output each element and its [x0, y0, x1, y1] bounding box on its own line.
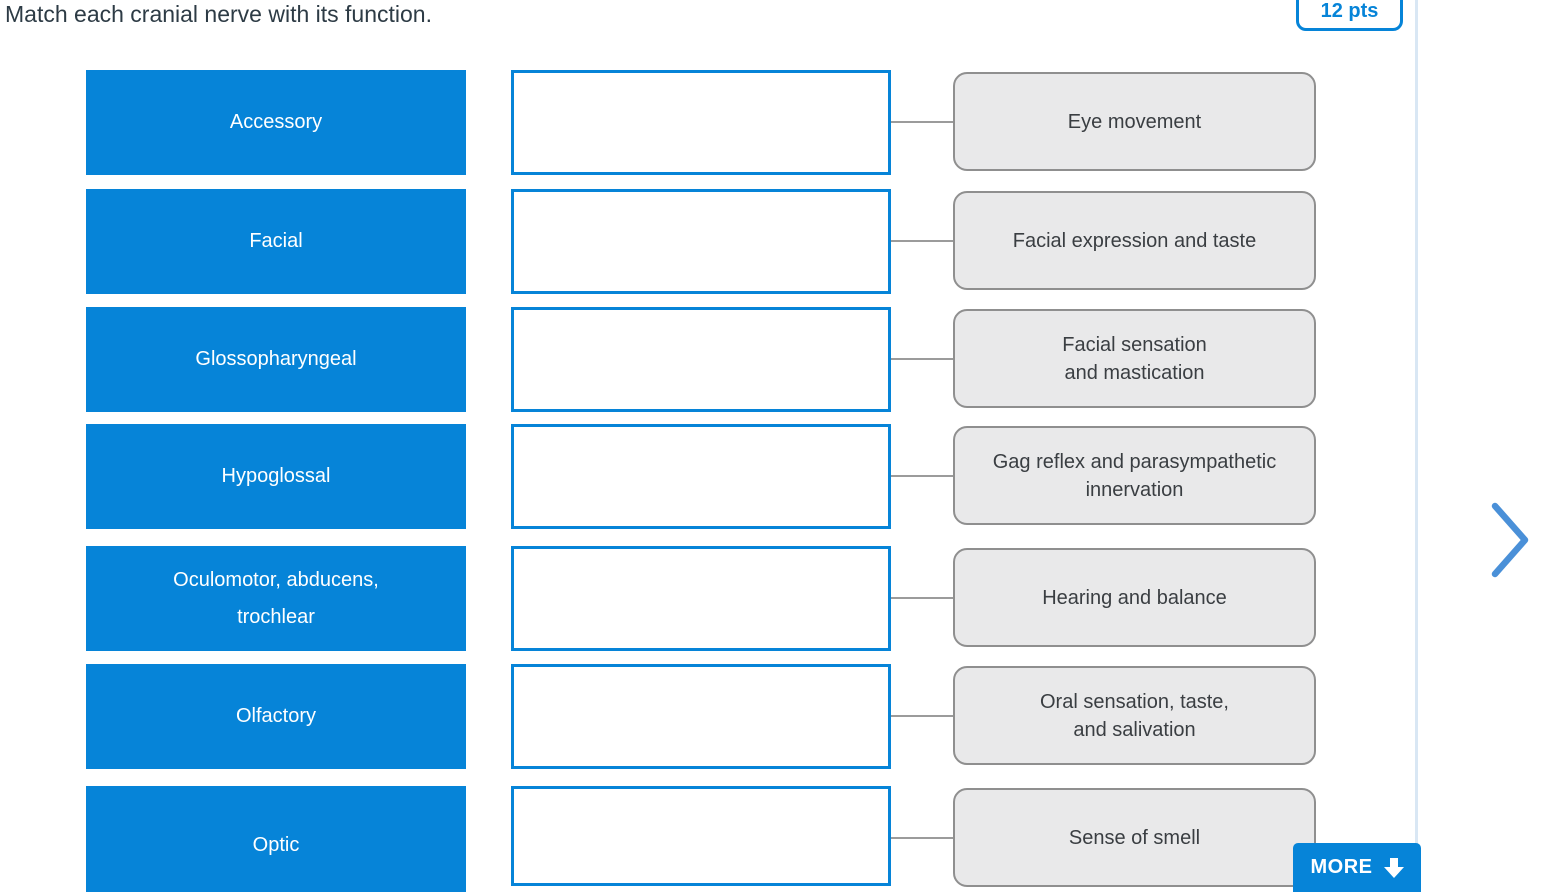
- answer-drop-zone[interactable]: [511, 786, 891, 886]
- answer-drop-zone[interactable]: [511, 70, 891, 175]
- question-prompt: Match each cranial nerve with its functi…: [5, 1, 432, 27]
- answer-drop-zone[interactable]: [511, 424, 891, 529]
- panel-divider: [1415, 0, 1418, 892]
- answer-drop-zone[interactable]: [511, 546, 891, 651]
- match-row: Hypoglossal Gag reflex and parasympathet…: [0, 424, 1548, 529]
- function-label: Sense of smell: [953, 788, 1316, 887]
- chevron-right-icon[interactable]: [1483, 496, 1539, 584]
- more-button-label: MORE: [1310, 856, 1373, 878]
- nerve-draggable-chip[interactable]: Accessory: [86, 70, 466, 175]
- match-row: Olfactory Oral sensation, taste, and sal…: [0, 664, 1548, 769]
- nerve-draggable-chip[interactable]: Glossopharyngeal: [86, 307, 466, 412]
- nerve-draggable-chip[interactable]: Optic: [86, 786, 466, 892]
- nerve-draggable-chip[interactable]: Olfactory: [86, 664, 466, 769]
- function-label: Hearing and balance: [953, 548, 1316, 647]
- connector-line: [891, 715, 953, 717]
- function-label: Oral sensation, taste, and salivation: [953, 666, 1316, 765]
- more-button[interactable]: MORE: [1293, 843, 1421, 892]
- function-label: Eye movement: [953, 72, 1316, 171]
- down-arrow-icon: [1383, 857, 1404, 878]
- match-row: Glossopharyngeal Facial sensation and ma…: [0, 307, 1548, 412]
- nerve-draggable-chip[interactable]: Oculomotor, abducens, trochlear: [86, 546, 466, 651]
- match-row: Oculomotor, abducens, trochlear Hearing …: [0, 546, 1548, 651]
- match-row: Accessory Eye movement: [0, 70, 1548, 175]
- function-label: Facial expression and taste: [953, 191, 1316, 290]
- answer-drop-zone[interactable]: [511, 307, 891, 412]
- nerve-draggable-chip[interactable]: Facial: [86, 189, 466, 294]
- connector-line: [891, 837, 953, 839]
- function-label: Facial sensation and mastication: [953, 309, 1316, 408]
- connector-line: [891, 358, 953, 360]
- answer-drop-zone[interactable]: [511, 664, 891, 769]
- match-row: Optic Sense of smell: [0, 786, 1548, 892]
- answer-drop-zone[interactable]: [511, 189, 891, 294]
- nerve-draggable-chip[interactable]: Hypoglossal: [86, 424, 466, 529]
- points-badge: 12 pts: [1296, 0, 1403, 31]
- connector-line: [891, 121, 953, 123]
- connector-line: [891, 597, 953, 599]
- connector-line: [891, 240, 953, 242]
- match-row: Facial Facial expression and taste: [0, 189, 1548, 294]
- connector-line: [891, 475, 953, 477]
- function-label: Gag reflex and parasympathetic innervati…: [953, 426, 1316, 525]
